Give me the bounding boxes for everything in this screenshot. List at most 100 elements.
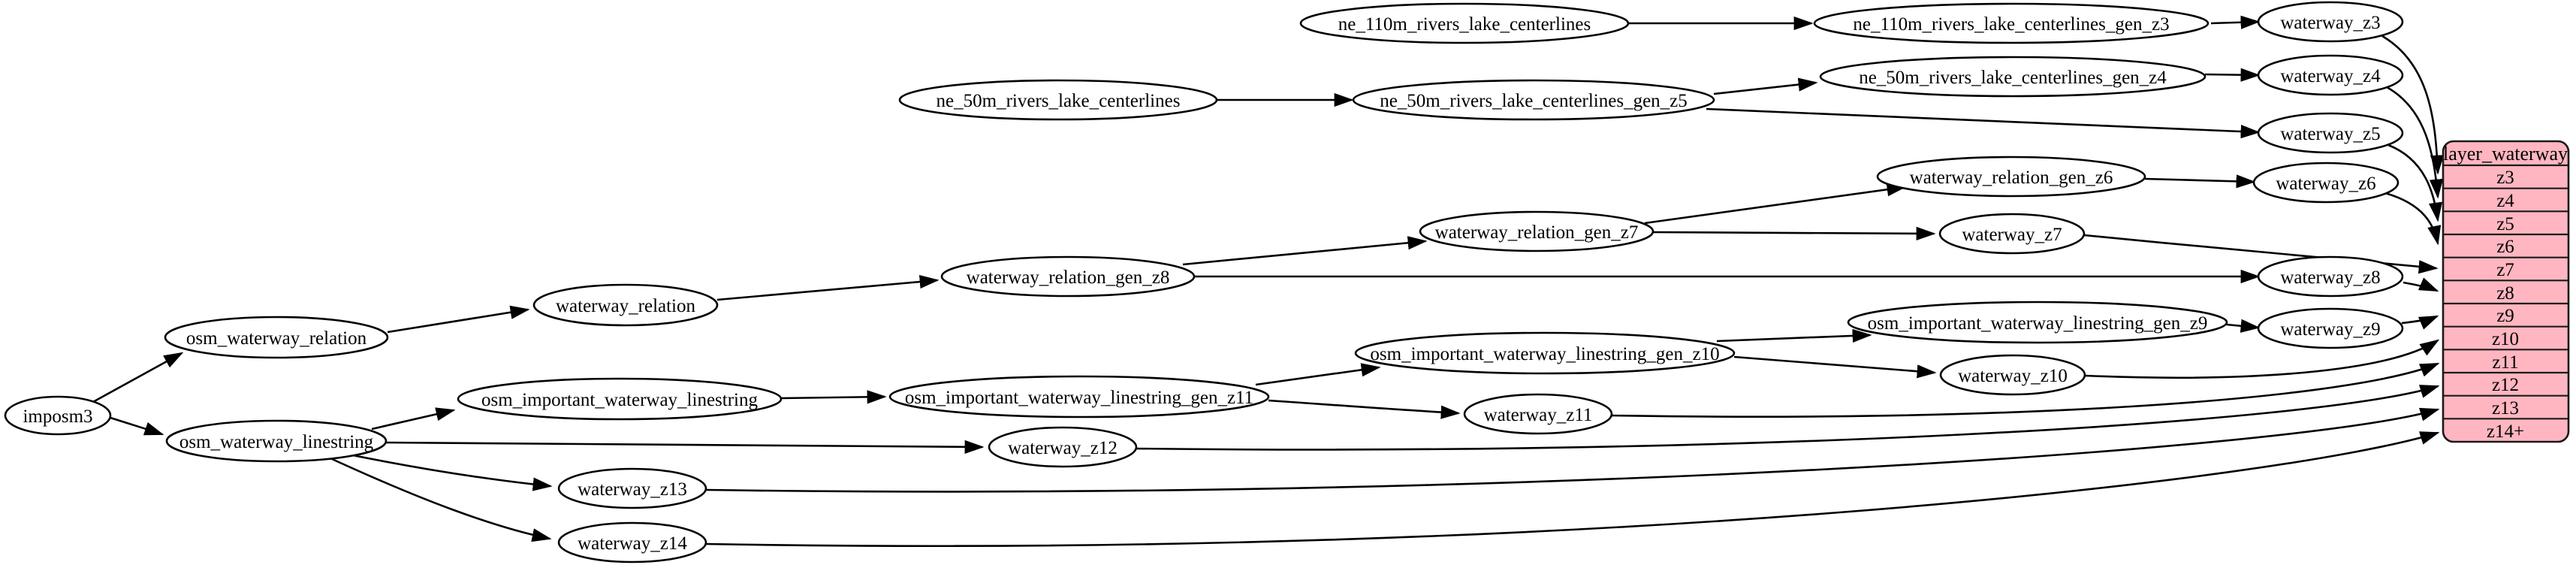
table-row-label: z11 [2492, 352, 2518, 373]
table-layer_waterway: layer_waterway z3 z4 z5 z6 z7 z8 z9 z10 … [2442, 140, 2570, 443]
node-label: ne_110m_rivers_lake_centerlines_gen_z3 [1853, 14, 2169, 35]
node-waterway_relation_gen_z8: waterway_relation_gen_z8 [940, 255, 1196, 298]
node-waterway_relation_gen_z6: waterway_relation_gen_z6 [1876, 156, 2146, 198]
node-ellipse [1419, 210, 1654, 252]
node-label: waterway_relation [556, 296, 696, 316]
node-ne_110m_rivers_lake_centerlines: ne_110m_rivers_lake_centerlines [1299, 2, 1630, 44]
table-row-label: z13 [2492, 398, 2519, 418]
node-waterway_z3: waterway_z3 [2257, 1, 2404, 43]
node-waterway_z11: waterway_z11 [1463, 393, 1613, 435]
node-label: waterway_z10 [1958, 366, 2068, 386]
edge-gen_z9-to-waterway_z9 [2226, 319, 2261, 333]
node-imposm3: imposm3 [4, 395, 112, 436]
node-ellipse [898, 79, 1218, 121]
edge-gen_z10-to-gen_z9 [1716, 328, 1872, 343]
edge-gen_z11-to-gen_z10 [1255, 363, 1381, 386]
edge-waterway_relation_gen_z7-to-waterway_relation_gen_z6 [1644, 183, 1907, 225]
node-label: waterway_z8 [2280, 267, 2380, 288]
edge-osm_waterway_relation-to-waterway_relation [387, 305, 530, 334]
node-ellipse [1299, 2, 1630, 44]
node-waterway_relation: waterway_relation [532, 283, 719, 327]
node-label: waterway_z5 [2280, 124, 2380, 144]
node-ellipse [1876, 156, 2146, 198]
edge-waterway_z14-to-row-z14plus [705, 431, 2440, 548]
node-waterway_z10: waterway_z10 [1939, 354, 2086, 396]
node-label: ne_50m_rivers_lake_centerlines_gen_z4 [1859, 68, 2167, 88]
node-ellipse [4, 395, 112, 436]
edge-imposm3-to-osm_waterway_relation [91, 352, 184, 404]
edge-ne_50m_gen_z4-to-waterway_z4 [2204, 68, 2261, 82]
edge-waterway_z6-to-row-z6 [2384, 192, 2442, 246]
node-label: osm_waterway_relation [186, 328, 367, 349]
edge-waterway_z12-to-row-z12 [1136, 385, 2440, 451]
nodes: imposm3 osm_waterway_relation osm_waterw… [4, 1, 2404, 563]
node-ellipse [2252, 162, 2400, 204]
edge-imposm3-to-osm_waterway_linestring [110, 416, 164, 436]
edge-waterway_z9-to-row-z9 [2401, 315, 2439, 330]
node-waterway_z13: waterway_z13 [557, 467, 707, 509]
node-label: waterway_z12 [1008, 438, 1118, 458]
node-ellipse [940, 255, 1196, 298]
node-label: ne_50m_rivers_lake_centerlines_gen_z5 [1380, 91, 1688, 111]
edge-osm_waterway_linestring-to-osm_important_waterway_linestring [371, 407, 456, 431]
table-row-label: z14+ [2487, 421, 2524, 442]
node-label: osm_important_waterway_linestring_gen_z9 [1868, 313, 2208, 334]
node-ellipse [2257, 307, 2404, 349]
edge-waterway_z11-to-row-z11 [1611, 362, 2440, 418]
node-waterway_z9: waterway_z9 [2257, 307, 2404, 349]
node-waterway_z12: waterway_z12 [988, 426, 1138, 468]
edge-waterway_z7-to-row-z7 [2083, 234, 2439, 274]
edge-ne_50m_gen_z5-to-ne_50m_gen_z4 [1713, 77, 1818, 95]
node-osm_important_waterway_linestring_gen_z9: osm_important_waterway_linestring_gen_z9 [1847, 301, 2228, 344]
edge-waterway_relation_gen_z8-to-waterway_relation_gen_z7 [1182, 236, 1428, 266]
node-ellipse [557, 467, 707, 509]
node-waterway_z7: waterway_z7 [1938, 213, 2086, 255]
node-ne_50m_rivers_lake_centerlines_gen_z5: ne_50m_rivers_lake_centerlines_gen_z5 [1352, 79, 1715, 121]
table-row-label: z9 [2496, 306, 2514, 326]
node-ellipse [1354, 331, 1736, 375]
node-osm_important_waterway_linestring_gen_z11: osm_important_waterway_linestring_gen_z1… [888, 375, 1270, 418]
node-ellipse [2257, 112, 2404, 154]
node-osm_important_waterway_linestring: osm_important_waterway_linestring [457, 377, 783, 421]
node-osm_waterway_linestring: osm_waterway_linestring [165, 419, 388, 463]
node-label: waterway_z9 [2280, 319, 2380, 340]
edge-osm_waterway_linestring-to-waterway_z13 [352, 454, 553, 491]
node-label: waterway_z13 [578, 479, 687, 500]
node-label: ne_50m_rivers_lake_centerlines [937, 91, 1181, 111]
edge-waterway_z10-to-row-z10 [2084, 339, 2440, 379]
table-row-label: z4 [2496, 191, 2514, 211]
edge-waterway_relation_gen_z7-to-waterway_z7 [1652, 226, 1936, 240]
edge-waterway_z5-to-row-z5 [2387, 144, 2442, 222]
node-waterway_relation_gen_z7: waterway_relation_gen_z7 [1419, 210, 1654, 252]
node-ne_50m_rivers_lake_centerlines: ne_50m_rivers_lake_centerlines [898, 79, 1218, 121]
node-ne_50m_rivers_lake_centerlines_gen_z4: ne_50m_rivers_lake_centerlines_gen_z4 [1819, 56, 2206, 98]
node-ellipse [988, 426, 1138, 468]
node-label: waterway_relation_gen_z6 [1910, 168, 2113, 188]
table-row-label: z3 [2496, 168, 2514, 188]
node-ellipse [1819, 56, 2206, 98]
node-ellipse [1813, 2, 2210, 44]
node-label: waterway_z14 [578, 533, 687, 554]
edge-waterway_relation-to-waterway_relation_gen_z8 [716, 274, 940, 301]
edges [91, 15, 2445, 548]
node-label: waterway_z7 [1962, 225, 2062, 245]
node-label: waterway_z6 [2276, 174, 2375, 194]
node-osm_waterway_relation: osm_waterway_relation [164, 316, 389, 359]
table-row-label: z6 [2496, 237, 2514, 257]
node-waterway_z6: waterway_z6 [2252, 162, 2400, 204]
node-ellipse [1938, 213, 2086, 255]
edge-ne_50m_gen_z5-to-waterway_z5 [1706, 107, 2261, 139]
node-label: osm_important_waterway_linestring_gen_z1… [1370, 344, 1719, 364]
table-row-label: z8 [2496, 283, 2514, 304]
table-row-label: z7 [2496, 260, 2514, 280]
edge-waterway_relation_gen_z6-to-waterway_z6 [2144, 174, 2256, 189]
node-ellipse [2257, 54, 2404, 96]
node-ellipse [1463, 393, 1613, 435]
edge-ne_110m_gen_z3-to-waterway_z3 [2210, 15, 2261, 29]
node-ellipse [2257, 255, 2404, 298]
node-label: osm_important_waterway_linestring [481, 390, 758, 410]
node-ellipse [165, 419, 388, 463]
node-ellipse [557, 521, 707, 563]
